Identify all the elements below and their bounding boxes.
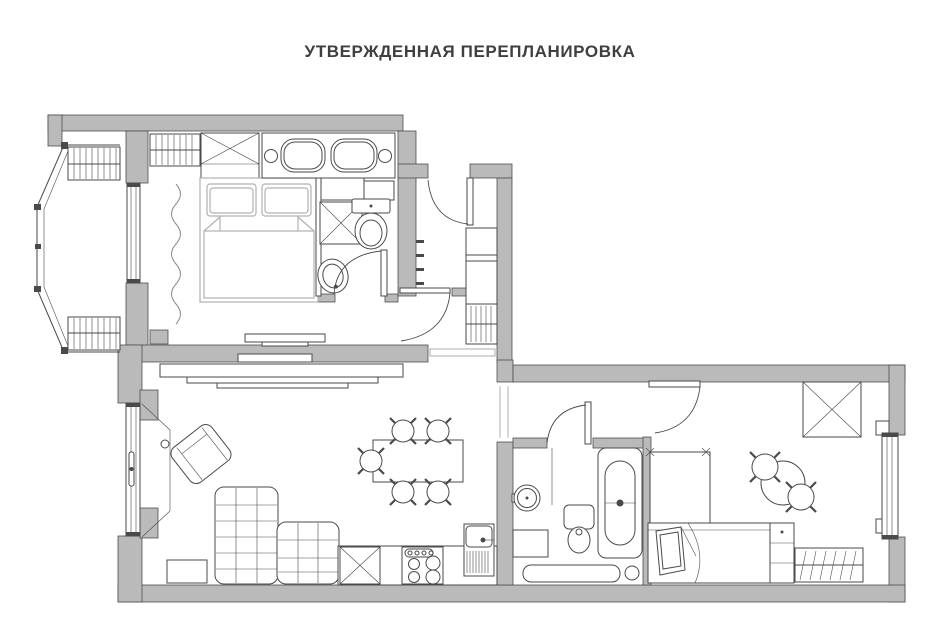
floor-drain <box>624 565 640 581</box>
shelf <box>320 177 365 201</box>
faucet <box>378 149 392 163</box>
dining-table <box>372 439 464 483</box>
side-lamp <box>160 439 170 449</box>
curtain <box>171 183 181 325</box>
dining-chair <box>424 478 452 506</box>
wash-basin-small <box>317 258 349 294</box>
kids-room-door <box>648 380 701 434</box>
kids-room <box>645 380 899 584</box>
bath-bench <box>522 564 621 583</box>
chair <box>785 481 817 513</box>
page-title: УТВЕРЖДЕННАЯ ПЕРЕПЛАНИРОВКА <box>304 42 636 61</box>
fridge-cabinet <box>339 546 381 585</box>
double-bed <box>199 177 319 303</box>
bedroom-door <box>399 287 451 342</box>
kitchen-sink <box>463 523 495 577</box>
tv-console <box>159 363 404 389</box>
dining-chair <box>357 447 385 475</box>
kids-window <box>875 420 899 540</box>
corner-sofa <box>214 486 340 585</box>
coat-hooks <box>416 240 424 285</box>
dining-chair <box>424 417 452 445</box>
shoe-rack <box>465 303 498 345</box>
kids-radiator <box>794 547 864 583</box>
balcony-door-window <box>125 402 141 537</box>
closet-shelves <box>465 227 498 305</box>
dining-chair <box>389 417 417 445</box>
toilet <box>563 504 595 554</box>
blanket <box>680 522 701 584</box>
window-niche <box>141 403 171 538</box>
stove <box>401 546 444 585</box>
single-bed <box>647 522 773 584</box>
vanity-with-two-sinks <box>261 132 396 179</box>
living-tv <box>237 353 313 363</box>
threshold <box>429 348 496 357</box>
kitchen <box>337 417 498 586</box>
bedroom-wardrobe <box>200 132 260 179</box>
ensuite-bathroom <box>261 132 396 297</box>
drawer-unit <box>769 522 795 584</box>
bay-radiator-bottom <box>67 316 121 351</box>
bay-window <box>34 142 121 354</box>
dining-chair <box>389 478 417 506</box>
bedroom-tv <box>244 333 326 347</box>
faucet <box>264 149 278 163</box>
side-table <box>166 559 208 584</box>
bay-radiator-top <box>67 146 121 181</box>
bathtub <box>597 447 643 559</box>
bed-head-unit <box>645 447 711 524</box>
entry-door <box>427 177 474 226</box>
shelf <box>363 180 395 201</box>
bath-cabinet <box>512 529 549 558</box>
living-room <box>125 353 404 585</box>
armchair <box>170 424 232 485</box>
chair <box>749 451 781 483</box>
entry-hall <box>399 177 509 438</box>
bathroom <box>511 401 643 583</box>
threshold <box>499 386 509 438</box>
bedroom-radiator <box>149 133 201 167</box>
ensuite-door <box>333 249 388 297</box>
bathroom-door <box>546 401 592 445</box>
bedroom <box>126 132 326 347</box>
bedroom-window <box>126 182 141 284</box>
wash-basin <box>511 484 541 512</box>
toilet <box>351 198 391 250</box>
pillow <box>655 526 686 576</box>
kids-wardrobe <box>802 381 862 438</box>
